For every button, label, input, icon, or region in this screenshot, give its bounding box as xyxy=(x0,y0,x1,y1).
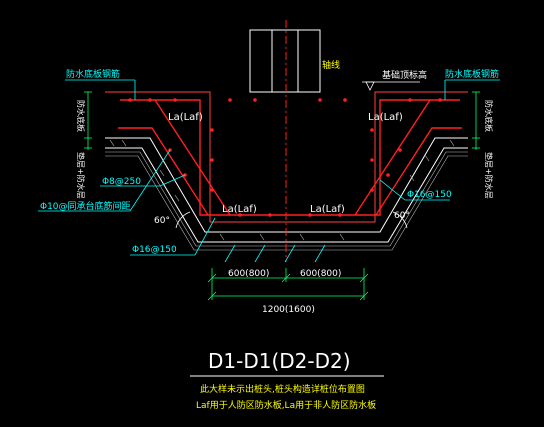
label-foundation-top: 基础顶标高 xyxy=(382,69,427,81)
pit-outline xyxy=(105,29,468,243)
label-bar-phi16-left: Φ16@150 xyxy=(132,245,177,255)
label-la-bottom-right: La(Laf) xyxy=(310,204,345,215)
label-axis-line: 轴线 xyxy=(322,59,340,71)
label-bar-phi8: Φ8@250 xyxy=(102,177,141,187)
label-angle-right: 60° xyxy=(394,211,410,221)
label-left-vertical: 垫层+防水层 xyxy=(76,152,86,199)
cushion-hatch xyxy=(105,139,468,251)
leader-lines xyxy=(38,79,500,263)
title-note-2: Laf用于人防区防水板,La用于非人防区防水板 xyxy=(196,399,376,411)
side-dimensions xyxy=(84,91,480,150)
rebar-group xyxy=(118,99,462,216)
label-slab-thickness-right: 防水底板 xyxy=(484,100,494,132)
label-angle-left: 60° xyxy=(154,216,170,226)
label-right-vertical: 垫层+防水层 xyxy=(484,152,494,199)
label-waterproof-rebar-right: 防水底板钢筋 xyxy=(445,68,499,80)
title-note-1: 此大样未示出桩头,桩头构造详桩位布置图 xyxy=(200,383,365,395)
elevation-marker xyxy=(362,81,420,91)
label-bar-phi16-right: Φ16@150 xyxy=(407,190,452,200)
angle-arcs xyxy=(175,211,408,229)
label-slab-thickness-left: 防水底板 xyxy=(76,100,86,132)
label-waterproof-rebar-left: 防水底板钢筋 xyxy=(66,68,120,80)
dim-half-right: 600(800) xyxy=(300,269,341,279)
dim-total: 1200(1600) xyxy=(262,305,315,315)
title-main: D1-D1(D2-D2) xyxy=(208,349,351,373)
label-bar-phi10: Φ10@同承台底筋间距 xyxy=(40,200,131,212)
label-la-top-left: La(Laf) xyxy=(168,112,203,123)
bottom-dimensions xyxy=(207,268,369,301)
rebar-dots xyxy=(128,98,442,217)
label-la-top-right: La(Laf) xyxy=(368,112,403,123)
label-la-bottom-left: La(Laf) xyxy=(222,204,257,215)
dim-half-left: 600(800) xyxy=(228,269,269,279)
